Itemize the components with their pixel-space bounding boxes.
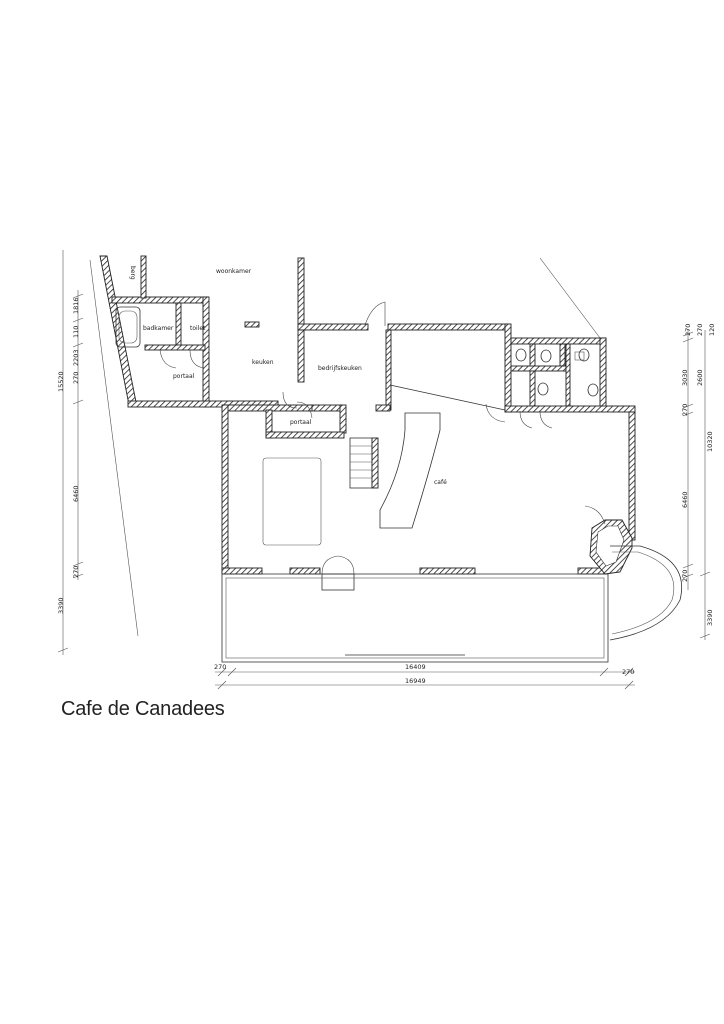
room-label-portaal-mid: portaal bbox=[290, 419, 312, 426]
toilet-block-walls bbox=[510, 337, 607, 409]
room-label-toilet: toilet bbox=[190, 325, 206, 332]
dim-left-270b: 270 bbox=[72, 566, 80, 578]
terrace-bay-inner bbox=[611, 551, 675, 635]
room-label-keuken: keuken bbox=[252, 359, 274, 366]
dimension-lines-right bbox=[682, 330, 711, 640]
dim-left-110: 110 bbox=[72, 326, 80, 338]
kitchen-diagonal bbox=[389, 384, 506, 411]
dim-bottom-270b: 270 bbox=[622, 668, 634, 676]
dim-bottom-270a: 270 bbox=[214, 663, 226, 671]
terrace-bay bbox=[609, 545, 682, 641]
site-boundary-left bbox=[89, 259, 139, 637]
dimension-lines-bottom bbox=[215, 667, 635, 690]
drawing-caption: Cafe de Canadees bbox=[61, 698, 225, 720]
dim-left-15520: 15520 bbox=[57, 371, 65, 392]
room-label-cafe: café bbox=[434, 479, 447, 486]
terrace-outline bbox=[221, 573, 609, 663]
small-fixture bbox=[244, 321, 260, 328]
left-wing-walls bbox=[99, 255, 279, 408]
dim-left-3390: 3390 bbox=[57, 597, 65, 614]
dim-bottom-16949: 16949 bbox=[405, 677, 426, 685]
room-label-berg: berg bbox=[129, 266, 136, 280]
dim-right-270a: 270 bbox=[684, 324, 692, 336]
dim-bottom-16409: 16409 bbox=[405, 663, 426, 671]
dim-left-270a: 270 bbox=[72, 372, 80, 384]
stairs bbox=[349, 437, 379, 489]
dim-right-270c: 270 bbox=[681, 404, 689, 416]
toilet-fixtures bbox=[515, 348, 599, 397]
cafe-walls bbox=[221, 404, 636, 575]
dim-right-2600: 2600 bbox=[696, 369, 704, 386]
dim-left-6460: 6460 bbox=[72, 485, 80, 502]
site-boundary-right bbox=[539, 257, 601, 339]
entrance-right bbox=[589, 519, 633, 575]
room-label-badkamer: badkamer bbox=[143, 325, 174, 332]
floor-area bbox=[262, 457, 322, 546]
dim-right-3390: 3390 bbox=[706, 609, 714, 626]
dimension-lines-left bbox=[57, 250, 84, 655]
dim-left-2203: 2203 bbox=[72, 349, 80, 366]
dim-right-6460: 6460 bbox=[681, 491, 689, 508]
dim-right-10320: 10320 bbox=[706, 431, 714, 452]
room-label-bedrijfskeuken: bedrijfskeuken bbox=[318, 365, 362, 372]
bathtub bbox=[115, 306, 141, 348]
dim-right-3030: 3030 bbox=[681, 369, 689, 386]
dim-right-270b: 270 bbox=[696, 324, 704, 336]
dim-right-120: 120 bbox=[708, 324, 716, 336]
room-label-portaal-left: portaal bbox=[173, 373, 195, 380]
room-label-woonkamer: woonkamer bbox=[216, 268, 252, 275]
kitchen-walls bbox=[297, 257, 512, 434]
dim-left-1816: 1816 bbox=[72, 297, 80, 314]
dim-right-270d: 270 bbox=[681, 570, 689, 582]
bar-counter bbox=[379, 412, 441, 529]
